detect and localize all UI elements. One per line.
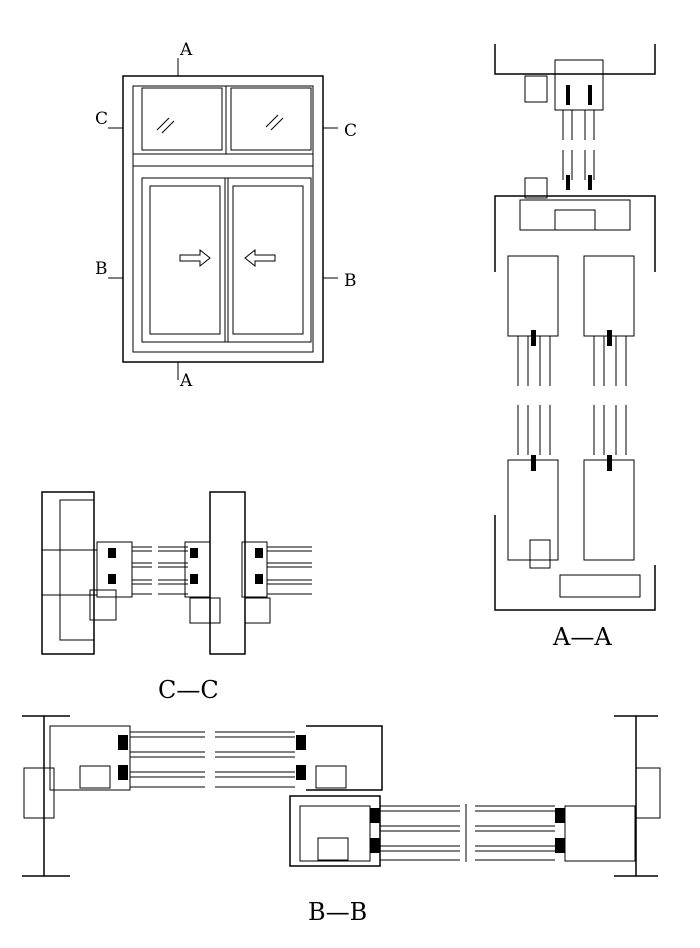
cut-label-left-lower: B [95,259,108,279]
cut-label-bottom: A [179,371,193,391]
section-bb: B—B [22,715,661,926]
section-aa: A—A [494,44,656,651]
slide-right-arrow-icon [179,248,211,268]
cut-label-right-upper: C [344,121,357,141]
section-bb-title: B—B [308,898,367,926]
section-cc-title: C—C [158,676,219,704]
slide-left-arrow-icon [244,248,276,268]
cut-label-right-lower: B [344,271,357,291]
window-elevation: A A C C B B [95,40,357,391]
section-cc: C—C [41,491,312,704]
section-aa-title: A—A [552,623,612,651]
cut-label-left-upper: C [95,109,108,129]
cut-label-top: A [179,40,193,60]
